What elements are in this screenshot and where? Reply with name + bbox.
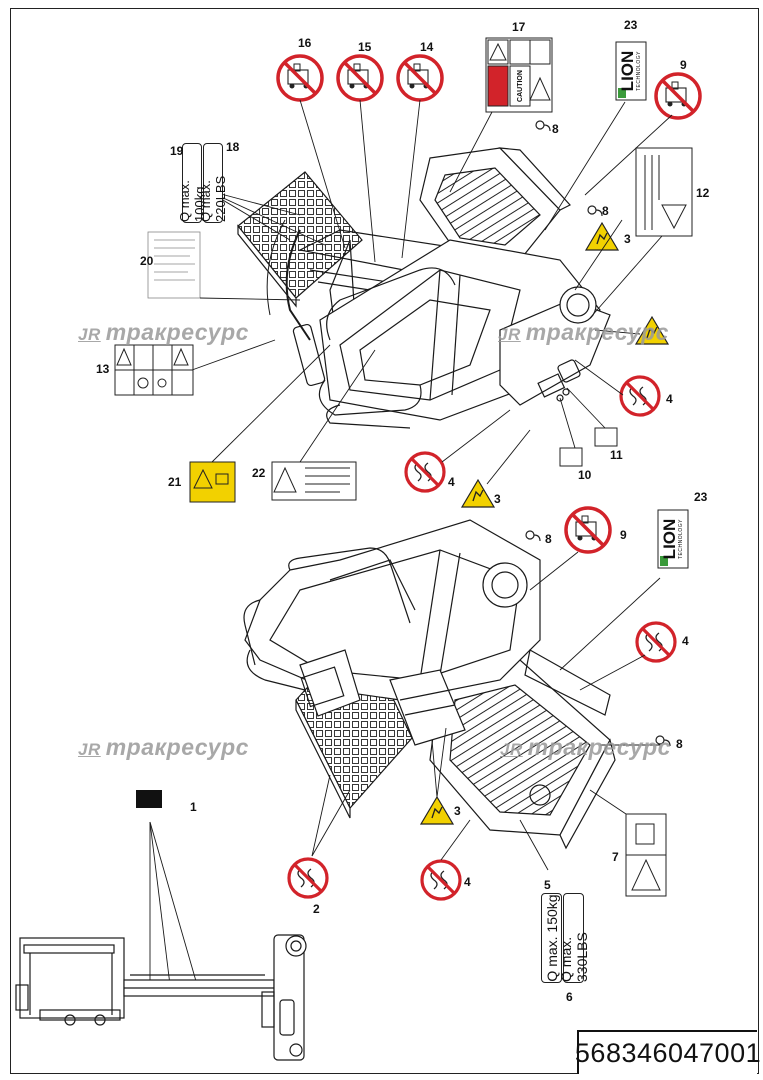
callout-5: 5 <box>544 878 551 892</box>
callout-4: 4 <box>464 875 471 889</box>
drawing-frame <box>10 8 759 1074</box>
callout-8: 8 <box>676 737 683 751</box>
callout-12: 12 <box>696 186 710 200</box>
callout-23: 23 <box>694 490 708 504</box>
callout-2: 2 <box>313 902 320 916</box>
callout-20: 20 <box>140 254 154 268</box>
callout-4: 4 <box>448 475 455 489</box>
callout-7: 7 <box>612 850 619 864</box>
callout-13: 13 <box>96 362 110 376</box>
callout-16: 16 <box>298 36 312 50</box>
lion-brand-decal: LION TECHNOLOGY <box>618 50 642 92</box>
callout-8: 8 <box>552 122 559 136</box>
callout-14: 14 <box>420 40 434 54</box>
callout-11: 11 <box>610 448 623 462</box>
callout-9: 9 <box>620 528 627 542</box>
callout-6: 6 <box>566 990 573 1004</box>
callout-10: 10 <box>578 468 592 482</box>
callout-17: 17 <box>512 20 526 34</box>
lion-brand-decal: LION TECHNOLOGY <box>660 518 684 560</box>
callout-15: 15 <box>358 40 372 54</box>
callout-9: 9 <box>680 58 687 72</box>
load-decal-100: Q max. 100kg Q max. 220LBS <box>177 143 228 223</box>
part-number: 568346047001 <box>575 1030 761 1074</box>
callout-4: 4 <box>682 634 689 648</box>
callout-4: 4 <box>666 392 673 406</box>
callout-1: 1 <box>190 800 197 814</box>
callout-8: 8 <box>545 532 552 546</box>
callout-18: 18 <box>226 140 240 154</box>
load-decal-150: Q max. 150kg Q max. 330LBS <box>541 893 590 983</box>
callout-3: 3 <box>624 232 631 246</box>
callout-8: 8 <box>602 204 609 218</box>
callout-3: 3 <box>454 804 461 818</box>
callout-23: 23 <box>624 18 638 32</box>
callout-22: 22 <box>252 466 266 480</box>
caution-label: CAUTION <box>516 70 524 102</box>
callout-3: 3 <box>494 492 501 506</box>
callout-21: 21 <box>168 475 182 489</box>
callout-19: 19 <box>170 144 184 158</box>
